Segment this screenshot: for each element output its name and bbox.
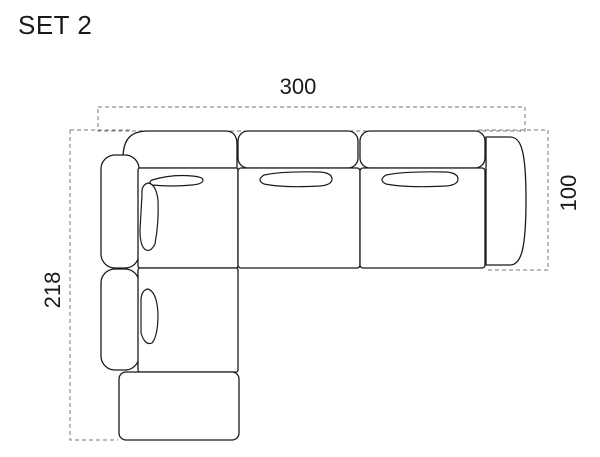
width-label: 300 xyxy=(280,74,317,99)
right-armrest xyxy=(485,136,527,266)
left-back-cushion-lower xyxy=(100,268,140,371)
right-back-cushion xyxy=(359,130,486,169)
right-seat xyxy=(359,167,486,269)
handle-corner-side xyxy=(139,182,159,251)
handle-middle-seat xyxy=(259,171,333,188)
handle-left-seat xyxy=(140,288,159,345)
length-dimension-line xyxy=(69,129,130,441)
set-title: SET 2 xyxy=(18,10,93,40)
corner-back-cushion xyxy=(122,130,238,169)
depth-label: 100 xyxy=(556,175,581,212)
handle-right-seat xyxy=(381,171,459,188)
left-back-cushion-upper xyxy=(100,154,140,269)
width-dimension-line xyxy=(97,106,526,132)
length-label: 218 xyxy=(40,272,65,309)
chaise-footrest xyxy=(118,371,240,441)
depth-dimension-line xyxy=(478,129,549,271)
middle-back-cushion xyxy=(237,130,359,169)
